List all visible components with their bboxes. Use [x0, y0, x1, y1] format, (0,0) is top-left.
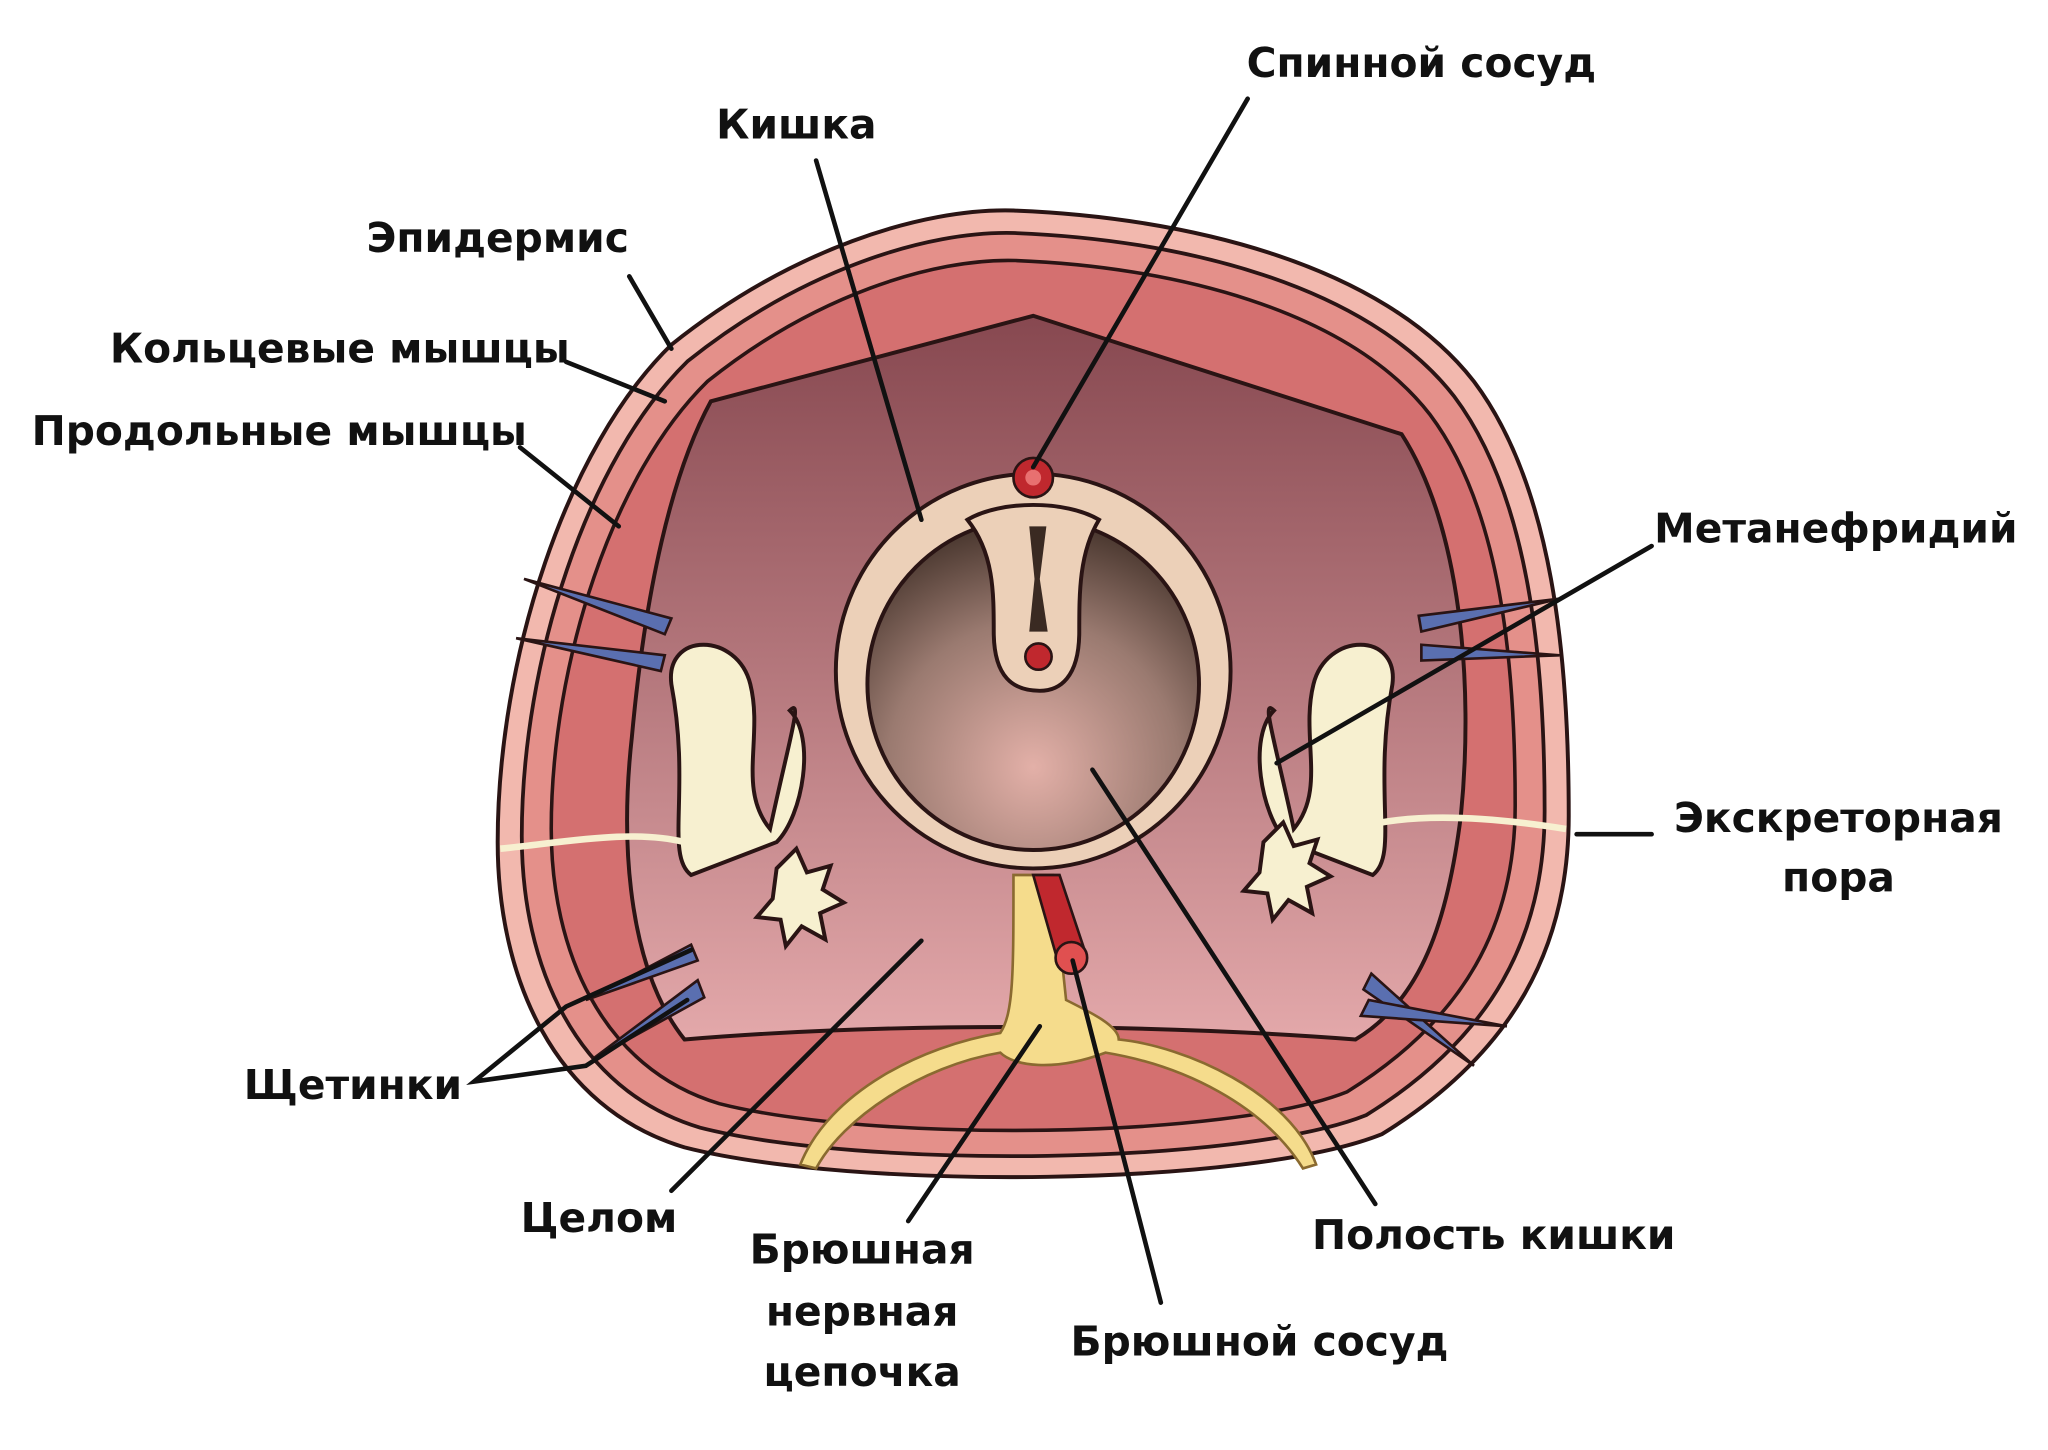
- label-ventral-vessel: Брюшной сосуд: [1071, 1318, 1449, 1366]
- intestine: [833, 456, 1233, 871]
- label-dorsal-vessel: Спинной сосуд: [1247, 39, 1597, 87]
- label-nerve-chain-line2: нервная: [766, 1287, 959, 1335]
- excretory-canal-left: [499, 833, 686, 852]
- label-intestine: Кишка: [716, 101, 876, 149]
- typhlosole-vessel: [1023, 642, 1053, 672]
- excretory-canal-right: [1381, 814, 1567, 833]
- leader-lines: [466, 96, 1654, 1305]
- label-excretory-pore-line2: пора: [1782, 853, 1895, 901]
- label-longitudinal-muscles: Продольные мышцы: [32, 407, 527, 455]
- label-coelom: Целом: [521, 1194, 678, 1242]
- label-metanephridium: Метанефридий: [1654, 505, 2017, 553]
- metanephridium-right: [1239, 642, 1395, 925]
- metanephridium-left: [669, 642, 848, 951]
- labels: Спинной сосуд Кишка Эпидермис Кольцевые …: [32, 39, 2018, 1396]
- label-nerve-chain-line3: цепочка: [764, 1348, 961, 1396]
- label-circular-muscles: Кольцевые мышцы: [110, 324, 570, 372]
- label-setae: Щетинки: [244, 1061, 462, 1109]
- label-epidermis: Эпидермис: [366, 214, 628, 262]
- nerve-chain: [798, 873, 1318, 1170]
- ventral-vessel: [1031, 873, 1089, 975]
- label-excretory-pore-line1: Экскреторная: [1674, 794, 2003, 842]
- label-gut-cavity: Полость кишки: [1312, 1211, 1676, 1259]
- label-nerve-chain-line1: Брюшная: [750, 1226, 975, 1274]
